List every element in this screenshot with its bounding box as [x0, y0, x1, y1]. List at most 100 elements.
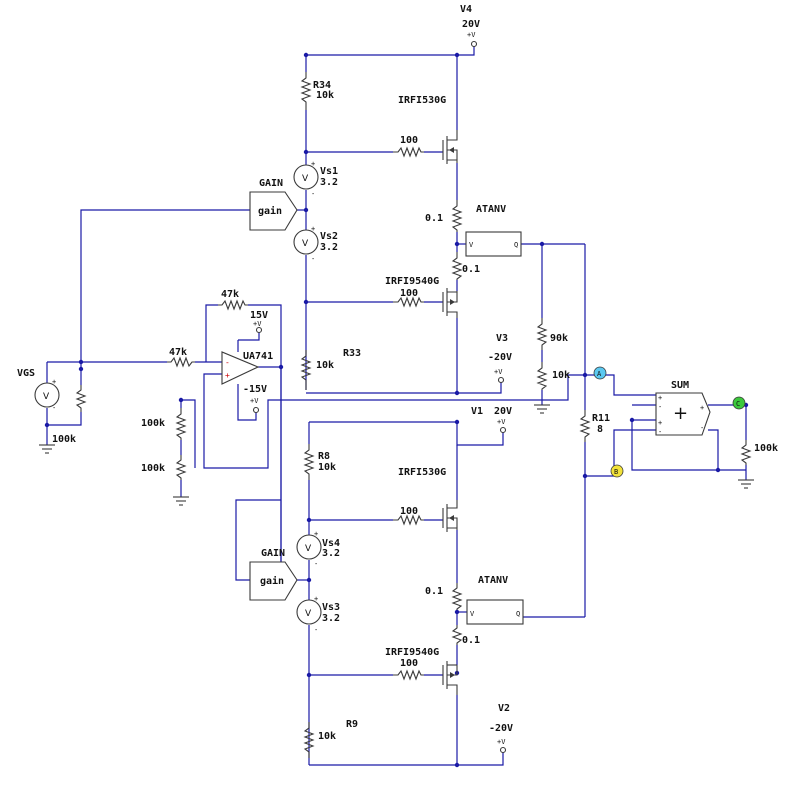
opamp-plus: +	[225, 371, 230, 380]
ground-icon	[173, 496, 189, 506]
vs1-plus: +	[311, 160, 315, 168]
resistor-r33	[300, 350, 312, 390]
v1-label: +V	[497, 418, 506, 426]
q-top-p-label: IRFI9540G	[385, 276, 439, 287]
gain-bot-label: gain	[260, 575, 284, 587]
vs2-symbol: V	[302, 239, 309, 249]
gain-bot-title: GAIN	[261, 548, 285, 559]
v3-value: -20V	[488, 352, 512, 363]
resistor-gate-bot2	[393, 669, 424, 681]
gain-top-title: GAIN	[259, 178, 283, 189]
gain-top-label: gain	[258, 205, 282, 217]
r34-value: 10k	[316, 90, 334, 101]
resistor-r8	[303, 444, 315, 480]
atanv-top-out: Q	[514, 241, 518, 249]
resistor-feedback	[218, 299, 248, 311]
sum-out-plus: +	[700, 404, 704, 412]
r34-name: R34	[313, 80, 331, 91]
resistor-sense-top-b	[451, 252, 463, 280]
sum-out-minus: -	[700, 424, 704, 432]
v1-name: V1	[471, 406, 483, 417]
vs4-symbol: V	[305, 544, 312, 554]
v2-name: V2	[498, 703, 510, 714]
opamp-pos-value: 15V	[250, 310, 268, 321]
v4-label: +V	[467, 31, 476, 39]
resistor-gate-top2	[393, 296, 424, 308]
resistor-bias-a	[175, 408, 187, 440]
q-top-n-label: IRFI530G	[398, 95, 446, 106]
sum-load-value: 100k	[754, 443, 778, 454]
opamp-minus: -	[225, 358, 230, 367]
mosfet-q-top-n	[442, 130, 458, 164]
marker-a	[593, 366, 607, 380]
markers	[593, 366, 746, 478]
gain-block-bottom	[249, 561, 298, 601]
sum-symbol: +	[673, 403, 688, 424]
vs1-value: 3.2	[320, 177, 338, 188]
r11-value: 8	[597, 424, 603, 435]
vs3-name: Vs3	[322, 602, 340, 613]
vs4-value: 3.2	[322, 548, 340, 559]
source-vs3	[296, 599, 322, 625]
vgs-load-value: 100k	[52, 434, 76, 445]
grounds	[39, 404, 754, 506]
atanv-top-title: ATANV	[476, 204, 506, 215]
bias-b-value: 100k	[141, 463, 165, 474]
resistor-gate-top1	[393, 146, 424, 158]
sense-top-a-value: 0.1	[425, 213, 443, 224]
resistor-sum-load	[740, 440, 752, 465]
ground-icon	[534, 404, 550, 414]
q-bot-p-label: IRFI9540G	[385, 647, 439, 658]
r8-value: 10k	[318, 462, 336, 473]
feedback-value: 47k	[221, 289, 239, 300]
ground-icon	[738, 479, 754, 489]
r-90k-value: 90k	[550, 333, 568, 344]
supply-terminals	[252, 40, 507, 754]
marker-a-label: A	[597, 370, 602, 378]
mosfet-q-bot-n	[442, 500, 458, 532]
resistor-sense-bot-a	[451, 583, 463, 610]
atanv-bot-title: ATANV	[478, 575, 508, 586]
vgs-name: VGS	[17, 368, 35, 379]
source-vgs	[34, 382, 60, 408]
r9-name: R9	[346, 719, 358, 730]
v1-value: 20V	[494, 406, 512, 417]
r-10k-value: 10k	[552, 370, 570, 381]
vs4-name: Vs4	[322, 538, 340, 549]
labels: V4 20V +V R34 10k IRFI530G 100 + Vs1 3.2…	[17, 4, 778, 746]
marker-b	[610, 464, 624, 478]
v4-name: V4	[460, 4, 472, 15]
resistor-r34	[300, 72, 312, 110]
r33-name: R33	[343, 348, 361, 359]
resistor-bias-b	[175, 455, 187, 480]
sense-bot-a-value: 0.1	[425, 586, 443, 597]
vs2-minus: -	[311, 255, 315, 263]
vs3-symbol: V	[305, 609, 312, 619]
mosfet-q-top-p	[442, 288, 458, 318]
bias-a-value: 100k	[141, 418, 165, 429]
vs1-minus: -	[311, 190, 315, 198]
atanv-block-bottom	[466, 599, 524, 625]
v2-label: +V	[497, 738, 506, 746]
opamp-neg-label: +V	[250, 397, 259, 405]
mosfet-q-bot-p	[442, 661, 458, 695]
gate-bot1-value: 100	[400, 506, 418, 517]
r9-value: 10k	[318, 731, 336, 742]
vgs-minus: -	[52, 404, 56, 412]
vs2-name: Vs2	[320, 231, 338, 242]
v2-value: -20V	[489, 723, 513, 734]
q-bot-n-label: IRFI530G	[398, 467, 446, 478]
vgs-symbol: V	[43, 392, 50, 402]
r33-value: 10k	[316, 360, 334, 371]
atanv-bot-out: Q	[516, 610, 520, 618]
resistor-r11	[579, 410, 591, 442]
vs2-plus: +	[311, 225, 315, 233]
source-vs2	[293, 229, 319, 255]
resistor-r9	[303, 722, 315, 758]
vs4-plus: +	[314, 530, 318, 538]
r8-name: R8	[318, 451, 330, 462]
vs1-symbol: V	[302, 174, 309, 184]
marker-c-label: C	[736, 400, 740, 408]
